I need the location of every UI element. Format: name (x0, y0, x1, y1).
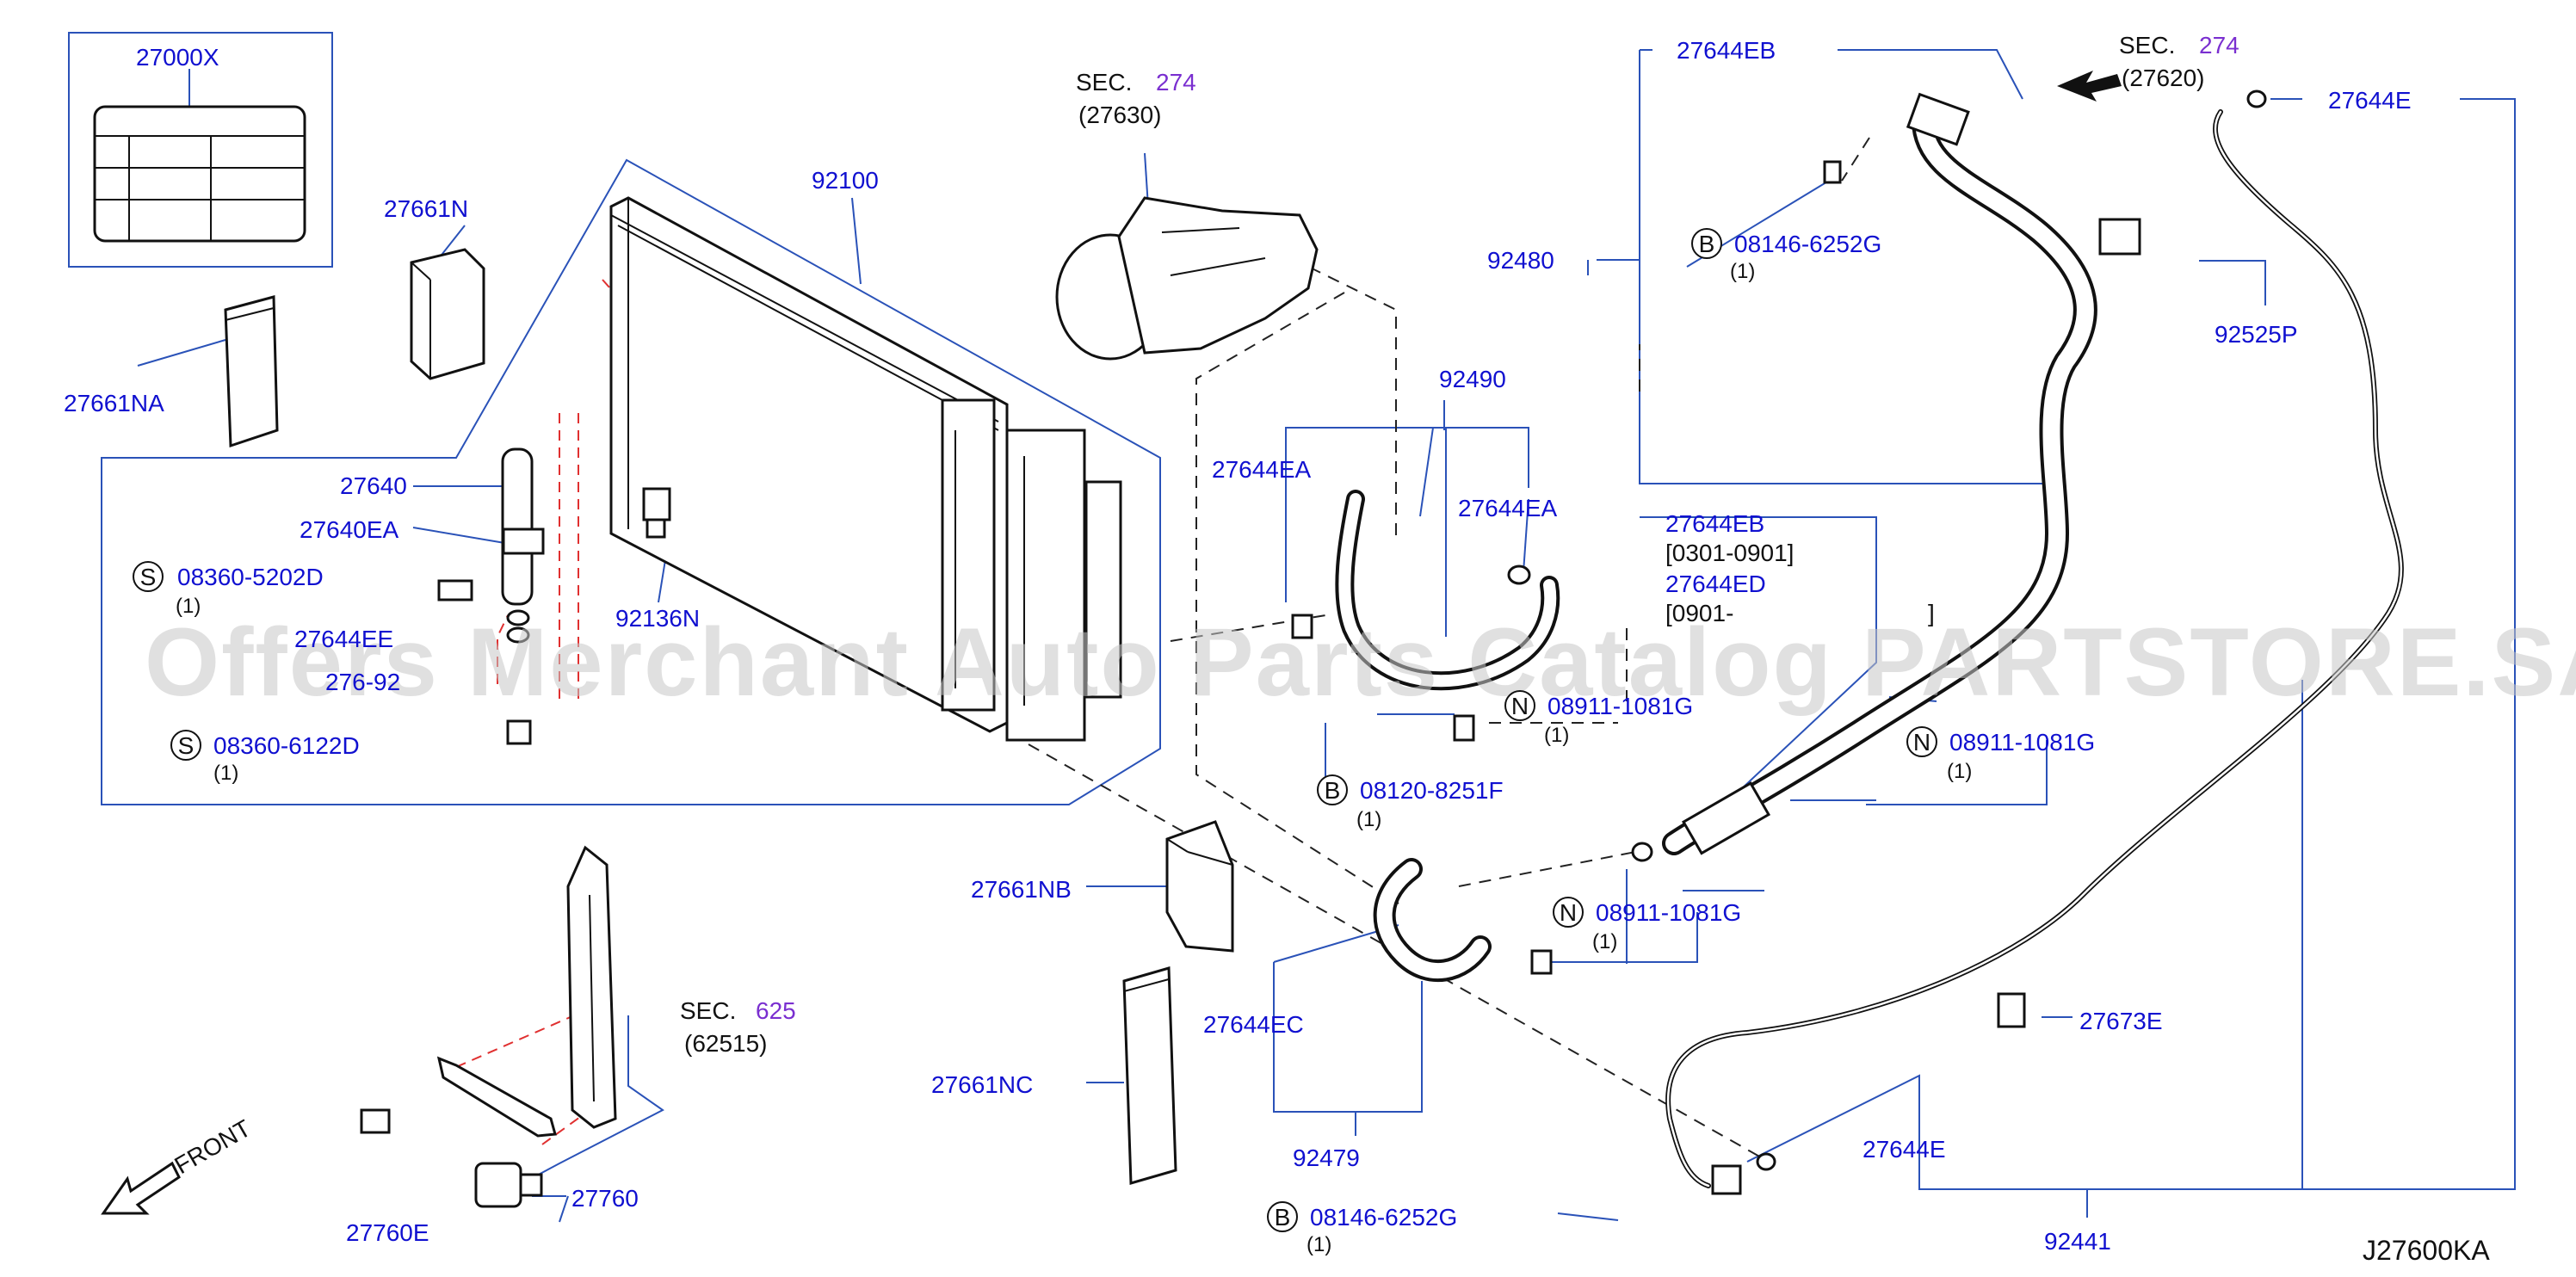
fastener-08911-1081g-lower: N 08911-1081G (1) (1553, 897, 1741, 953)
label-27644eb-mid: 27644EB (1665, 510, 1764, 537)
label-27644ea-left: 27644EA (1212, 456, 1312, 483)
seal-27661na-shape (224, 295, 279, 448)
fastener-08911-1081g-upper: N 08911-1081G (1) (1504, 690, 1693, 747)
svg-text:08360-5202D: 08360-5202D (177, 564, 324, 590)
label-27673e: 27673E (2079, 1008, 2163, 1034)
svg-text:(27620): (27620) (2122, 65, 2205, 91)
bolt-27760e-shape (360, 1108, 391, 1134)
svg-text:N: N (1511, 693, 1529, 719)
date-range-2-end: ] (1928, 600, 1935, 626)
label-27644ea-right: 27644EA (1458, 495, 1558, 521)
label-92479: 92479 (1293, 1144, 1360, 1171)
label-27661n: 27661N (384, 195, 468, 222)
fastener-08360-6122d: S 08360-6122D (1) (170, 730, 360, 785)
svg-text:(1): (1) (1307, 1233, 1331, 1256)
condenser-group-outline (101, 158, 1161, 805)
svg-text:(1): (1) (1947, 760, 1972, 783)
label-27644ed: 27644ED (1665, 571, 1766, 597)
svg-text:274: 274 (1156, 69, 1196, 96)
pressure-switch-92136n-shape (642, 487, 671, 539)
label-27760: 27760 (571, 1185, 639, 1212)
label-27644e-bottom: 27644E (1863, 1136, 1946, 1163)
seal-27661nc-shape (1122, 966, 1177, 1185)
section-ref-27630: SEC. 274 (27630) (1076, 69, 1196, 128)
fastener-08146-6252g-bottom: B 08146-6252G (1) (1267, 1201, 1457, 1256)
label-92525p: 92525P (2215, 321, 2298, 348)
section-ref-62515: SEC. 625 (62515) (680, 997, 796, 1057)
label-27644ec: 27644EC (1203, 1011, 1304, 1038)
label-27644e-top: 27644E (2328, 87, 2412, 114)
label-92480: 92480 (1487, 247, 1554, 274)
svg-text:(1): (1) (176, 595, 201, 618)
svg-text:B: B (1275, 1204, 1291, 1231)
front-label: FRONT (170, 1114, 256, 1179)
label-27661na: 27661NA (64, 390, 164, 416)
svg-text:SEC.: SEC. (1076, 69, 1132, 96)
condenser-92100-shape (609, 196, 1122, 742)
label-92441: 92441 (2044, 1228, 2111, 1255)
svg-text:(27630): (27630) (1078, 102, 1162, 128)
svg-text:SEC.: SEC. (2119, 32, 2175, 59)
label-box-27000x (68, 32, 333, 268)
label-27760e: 27760E (346, 1219, 429, 1246)
diagram-code: J27600KA (2363, 1235, 2490, 1266)
bracket-27760e-shape (436, 1056, 557, 1138)
svg-text:(62515): (62515) (684, 1030, 768, 1057)
svg-text:08120-8251F: 08120-8251F (1360, 777, 1504, 804)
svg-text:S: S (140, 564, 157, 590)
label-27640ea: 27640EA (300, 516, 399, 543)
svg-text:B: B (1699, 231, 1715, 257)
svg-text:274: 274 (2199, 32, 2239, 59)
fastener-08911-1081g-right: N 08911-1081G (1) (1906, 726, 2095, 783)
watermark: Offers Merchant Auto Parts Catalog PARTS… (145, 608, 2576, 716)
label-27640: 27640 (340, 472, 407, 499)
label-92136n: 92136N (615, 605, 700, 632)
fastener-08360-5202d: S 08360-5202D (1) (133, 561, 324, 618)
fastener-08120-8251f: B 08120-8251F (1) (1317, 774, 1504, 831)
svg-text:SEC.: SEC. (680, 997, 736, 1024)
svg-text:(1): (1) (1544, 724, 1569, 747)
label-27000x: 27000X (136, 44, 219, 71)
seal-27661n-shape (410, 248, 485, 380)
front-arrow (101, 1161, 181, 1215)
horn-27760-shape (474, 1162, 543, 1208)
label-27000x-shape (93, 105, 306, 243)
svg-text:625: 625 (756, 997, 796, 1024)
seal-27661nb-shape (1165, 820, 1234, 953)
fastener-08146-6252g-top: B 08146-6252G (1) (1691, 228, 1881, 283)
bracket-62515-shape (566, 845, 617, 1129)
label-27661nc: 27661NC (931, 1071, 1033, 1098)
svg-text:08911-1081G: 08911-1081G (1547, 693, 1693, 719)
svg-text:08146-6252G: 08146-6252G (1310, 1204, 1457, 1231)
label-27642: 276-92 (325, 669, 400, 695)
svg-text:B: B (1325, 777, 1341, 804)
label-92490: 92490 (1439, 366, 1506, 392)
label-27644eb-top: 27644EB (1677, 37, 1776, 64)
svg-text:08360-6122D: 08360-6122D (213, 732, 360, 759)
label-92100: 92100 (812, 167, 879, 194)
label-27661nb: 27661NB (971, 876, 1072, 903)
svg-text:N: N (1560, 899, 1577, 926)
receiver-drier-27640-shape (437, 447, 545, 745)
date-range-1: [0301-0901] (1665, 540, 1794, 566)
section-ref-27620: SEC. 274 (27620) (2119, 32, 2239, 91)
section-arrow (2057, 71, 2122, 102)
svg-text:(1): (1) (1592, 930, 1617, 953)
svg-text:(1): (1) (1356, 808, 1381, 831)
compressor-shape (1055, 196, 1319, 361)
date-range-2: [0901- (1665, 600, 1733, 626)
svg-text:08911-1081G: 08911-1081G (1596, 899, 1741, 926)
svg-text:(1): (1) (1730, 260, 1755, 283)
label-27644ee: 27644EE (294, 626, 393, 652)
svg-text:08146-6252G: 08146-6252G (1734, 231, 1881, 257)
svg-text:N: N (1913, 729, 1930, 756)
svg-text:(1): (1) (213, 762, 238, 785)
svg-text:08911-1081G: 08911-1081G (1949, 729, 2095, 756)
svg-text:S: S (178, 732, 195, 759)
